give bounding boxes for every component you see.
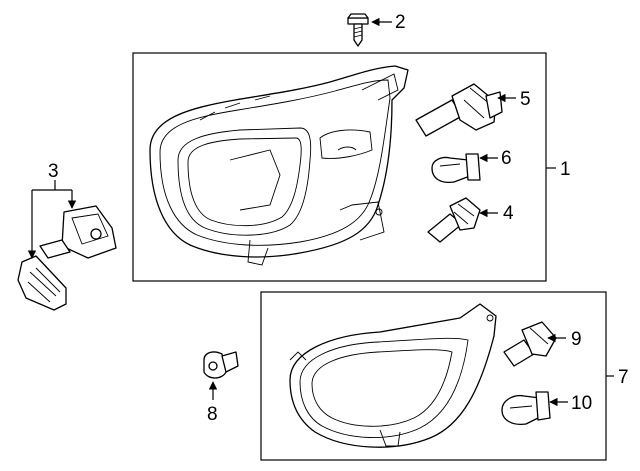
screw — [347, 13, 369, 47]
fog-lamp-assembly — [289, 303, 497, 448]
callout-9: 9 — [571, 329, 582, 350]
callout-10: 10 — [571, 393, 592, 414]
bulb-6 — [431, 153, 481, 184]
push-pin-clip — [203, 351, 239, 379]
callout-2: 2 — [395, 12, 406, 33]
mounting-bracket — [39, 205, 117, 259]
side-bracket — [17, 255, 67, 311]
callout-8: 8 — [207, 404, 218, 425]
headlamp-group-box — [132, 52, 547, 282]
bulb-4 — [427, 197, 481, 243]
bulb-9 — [503, 321, 557, 367]
callout-3: 3 — [48, 161, 59, 182]
headlamp-assembly — [149, 65, 409, 266]
bulb-5 — [415, 83, 503, 137]
callout-7: 7 — [618, 367, 629, 388]
callout-6: 6 — [501, 148, 512, 169]
callout-1: 1 — [560, 159, 571, 180]
bulb-10 — [501, 391, 551, 426]
callout-4: 4 — [503, 203, 514, 224]
leader-lines — [27, 17, 614, 407]
callout-5: 5 — [520, 89, 531, 110]
